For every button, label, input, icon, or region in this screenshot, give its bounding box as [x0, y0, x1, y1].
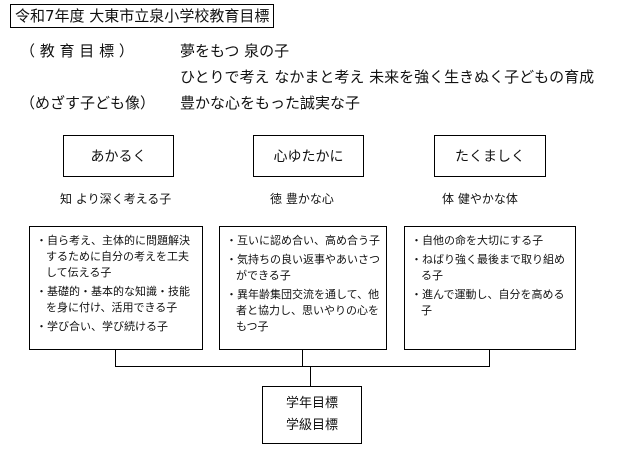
heading-kokoro-yutaka: 心ゆたかに [253, 135, 364, 177]
list-item: 進んで運動し、自分を高める子 [411, 287, 571, 319]
class-goal-label: 学級目標 [285, 418, 338, 433]
goals-line-2: ひとりで考え なかまと考え 未来を強く生きぬく子どもの育成 [180, 68, 595, 86]
list-item: ねばり強く最後まで取り組める子 [411, 252, 571, 284]
list-item: 互いに認め合い、高め合う子 [226, 233, 382, 249]
list-item: 自他の命を大切にする子 [411, 233, 571, 249]
list-item: 学び合い、学び続ける子 [36, 319, 198, 335]
sub-virtue: 徳 豊かな心 [270, 192, 334, 206]
list-item: 異年齢集団交流を通して、他者と協力し、思いやりの心をもつ子 [226, 287, 382, 335]
connector-down [310, 366, 311, 386]
connector-horizontal [115, 366, 490, 367]
connector-left [115, 350, 116, 367]
heading-takumashiku: たくましく [434, 135, 546, 177]
panel-body: 自他の命を大切にする子 ねばり強く最後まで取り組める子 進んで運動し、自分を高め… [404, 226, 576, 350]
panel-virtue: 互いに認め合い、高め合う子 気持ちの良い返事やあいさつができる子 異年齢集団交流… [219, 226, 387, 350]
connector-right [489, 350, 490, 367]
panel-knowledge: 自ら考え、主体的に問題解決するために自分の考えを工夫して伝える子 基礎的・基本的… [29, 226, 203, 350]
list-item: 基礎的・基本的な知識・技能を身に付け、活用できる子 [36, 284, 198, 316]
grade-goal-label: 学年目標 [285, 396, 338, 411]
aim-text: 豊かな心をもった誠実な子 [180, 94, 361, 112]
list-item: 気持ちの良い返事やあいさつができる子 [226, 252, 382, 284]
sub-knowledge: 知 より深く考える子 [60, 192, 172, 206]
connector-center [302, 350, 303, 367]
list-item: 自ら考え、主体的に問題解決するために自分の考えを工夫して伝える子 [36, 233, 198, 281]
sub-body: 体 健やかな体 [442, 192, 518, 206]
aim-label: （めざす子ども像） [20, 94, 156, 112]
goals-label: （ 教 育 目 標 ） [20, 42, 134, 60]
grade-class-goals-box: 学年目標 学級目標 [262, 386, 362, 444]
goals-line-1: 夢をもつ 泉の子 [180, 42, 290, 60]
page-title: 令和7年度 大東市立泉小学校教育目標 [10, 4, 275, 28]
heading-akaruku: あかるく [63, 135, 174, 177]
